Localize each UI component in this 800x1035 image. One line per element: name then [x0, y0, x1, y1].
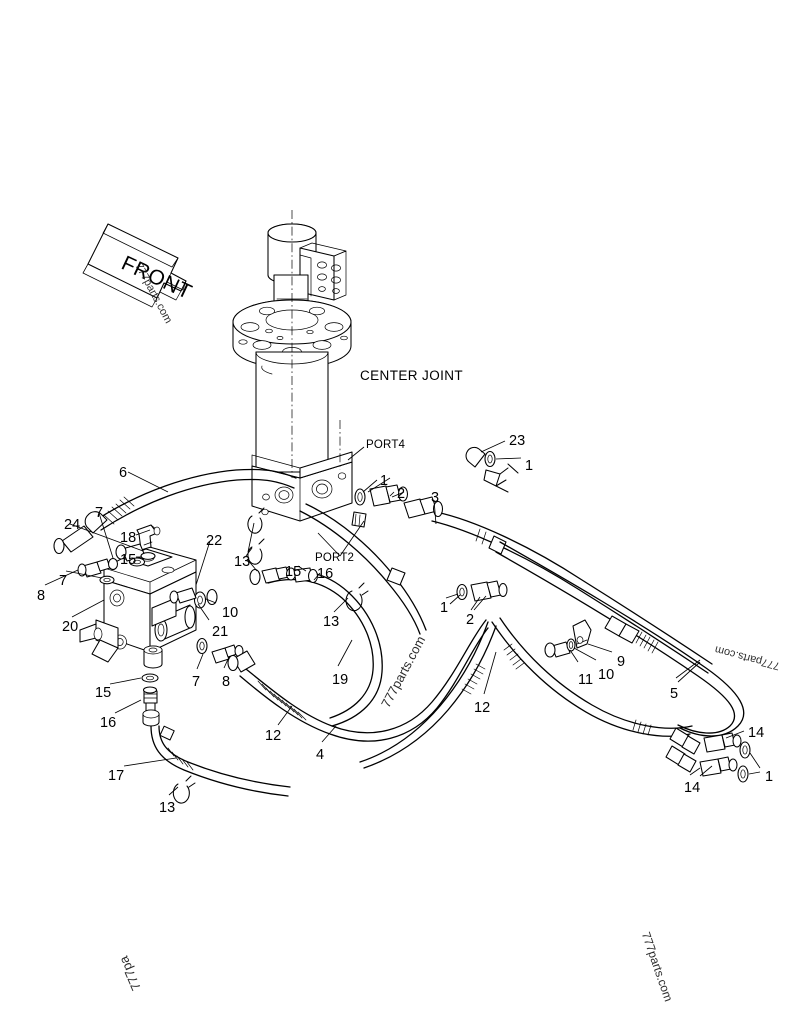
clips-13-manifold — [245, 507, 265, 565]
port-label-port2: PORT2 — [315, 552, 355, 564]
callout-9: 9 — [617, 654, 626, 670]
callout-10: 10 — [222, 605, 239, 621]
callout-2: 2 — [466, 612, 475, 628]
callout-4: 4 — [316, 747, 325, 763]
callout-22: 22 — [206, 533, 223, 549]
callout-5: 5 — [670, 686, 679, 702]
callout-13: 13 — [234, 554, 251, 570]
hose-12-right — [483, 617, 693, 737]
callout-1: 1 — [440, 600, 449, 616]
callout-23: 23 — [509, 433, 526, 449]
callout-7: 7 — [192, 674, 201, 690]
callout-8: 8 — [37, 588, 46, 604]
washers-10-21 — [169, 587, 218, 609]
callout-7: 7 — [95, 505, 104, 521]
callout-3: 3 — [431, 490, 440, 506]
center-joint-assembly — [232, 210, 365, 522]
callout-21: 21 — [212, 624, 229, 640]
callout-14: 14 — [684, 780, 701, 796]
hose-6 — [53, 468, 297, 555]
callout-17: 17 — [108, 768, 125, 784]
callout-15: 15 — [120, 552, 137, 568]
bracket-9-assembly — [544, 619, 613, 663]
callout-12: 12 — [474, 700, 491, 716]
fitting-1-2-port4 — [354, 479, 409, 507]
callout-6: 6 — [119, 465, 128, 481]
hose-port2-branch — [299, 503, 427, 635]
callout-1: 1 — [525, 458, 534, 474]
callout-13: 13 — [159, 800, 176, 816]
hose-17 — [150, 725, 291, 797]
callout-2: 2 — [397, 486, 406, 502]
callout-leaders — [44, 471, 701, 796]
callout-10: 10 — [598, 667, 615, 683]
fitting-23-plug — [465, 440, 522, 493]
fittings-14-right — [665, 727, 761, 783]
hose-19 — [267, 570, 383, 727]
hose-3 — [403, 496, 713, 674]
center-joint-label: CENTER JOINT — [360, 368, 464, 383]
clip-13-center — [345, 582, 369, 612]
hose-12-left — [359, 621, 497, 769]
callout-16: 16 — [100, 715, 117, 731]
callout-1: 1 — [380, 473, 389, 489]
callout-13: 13 — [323, 614, 340, 630]
clip-13-bottom — [172, 775, 196, 804]
callout-14: 14 — [748, 725, 765, 741]
hose-4 — [227, 619, 489, 742]
callout-18: 18 — [120, 530, 137, 546]
callout-19: 19 — [332, 672, 349, 688]
callout-1: 1 — [765, 769, 774, 785]
fitting-15-16-center — [249, 566, 319, 586]
fitting-1-2-mid — [445, 580, 508, 611]
callout-16: 16 — [317, 566, 334, 582]
callout-20: 20 — [62, 619, 79, 635]
callout-15: 15 — [95, 685, 112, 701]
callout-7: 7 — [59, 573, 68, 589]
callout-11: 11 — [578, 672, 594, 688]
callout-8: 8 — [222, 674, 231, 690]
hose-5 — [495, 541, 745, 737]
callout-24: 24 — [64, 517, 81, 533]
fittings-15-16-below — [141, 673, 160, 727]
port-label-port4: PORT4 — [366, 439, 406, 451]
fittings-7-8-lower — [196, 637, 244, 664]
callout-15: 15 — [285, 564, 302, 580]
callout-12: 12 — [265, 728, 282, 744]
